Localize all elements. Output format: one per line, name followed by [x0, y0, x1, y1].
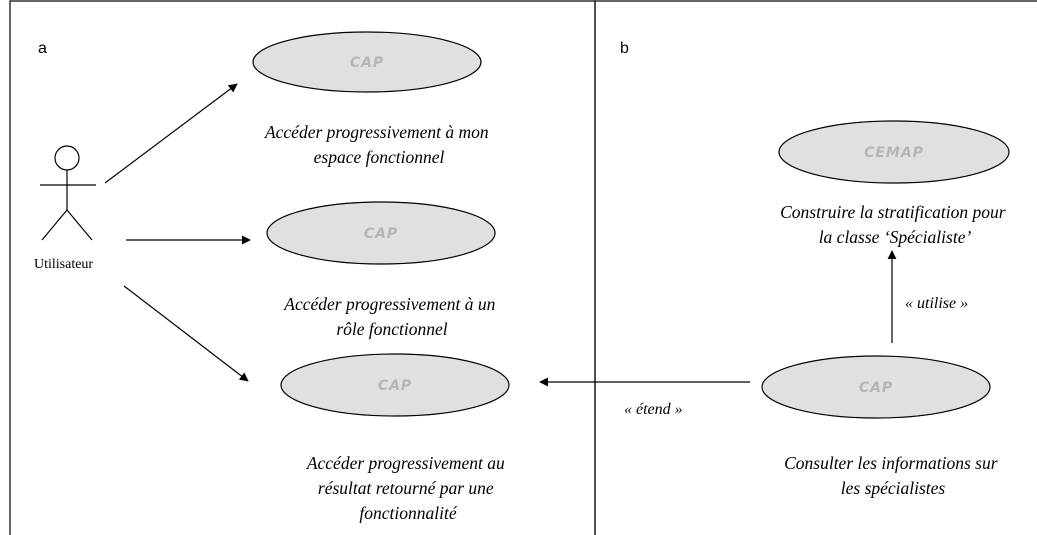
extends-label: « étend »	[624, 401, 683, 418]
association-arrow-uc3	[123, 285, 249, 382]
use-case-4-stereotype: CEMAP	[864, 145, 924, 161]
use-case-2-caption: Accéder progressivement à un rôle foncti…	[283, 294, 499, 339]
use-case-5-stereotype: CAP	[859, 380, 893, 396]
use-case-1-stereotype: CAP	[350, 55, 384, 71]
uses-label: « utilise »	[905, 295, 968, 312]
use-case-2-stereotype: CAP	[364, 226, 398, 242]
use-case-3-stereotype: CAP	[378, 378, 412, 394]
actor-stick-figure-icon[interactable]	[40, 145, 96, 241]
panel-b-frame	[594, 0, 1037, 535]
use-case-4[interactable]: CEMAP	[778, 120, 1010, 184]
use-case-1[interactable]: CAP	[252, 31, 482, 93]
panel-a-label: a	[38, 40, 47, 57]
association-arrow-uc1	[104, 83, 238, 184]
actor-label: Utilisateur	[34, 257, 93, 272]
use-case-2[interactable]: CAP	[266, 201, 496, 265]
use-case-5-caption: Consulter les informations sur les spéci…	[784, 453, 1002, 498]
use-case-4-caption: Construire la stratification pour la cla…	[780, 202, 1010, 247]
panel-b-label: b	[620, 40, 629, 57]
use-case-5[interactable]: CAP	[761, 355, 991, 419]
use-case-3[interactable]: CAP	[280, 353, 510, 417]
use-case-3-caption: Accéder progressivement au résultat reto…	[306, 453, 509, 523]
use-case-1-caption: Accéder progressivement à mon espace fon…	[264, 122, 493, 167]
